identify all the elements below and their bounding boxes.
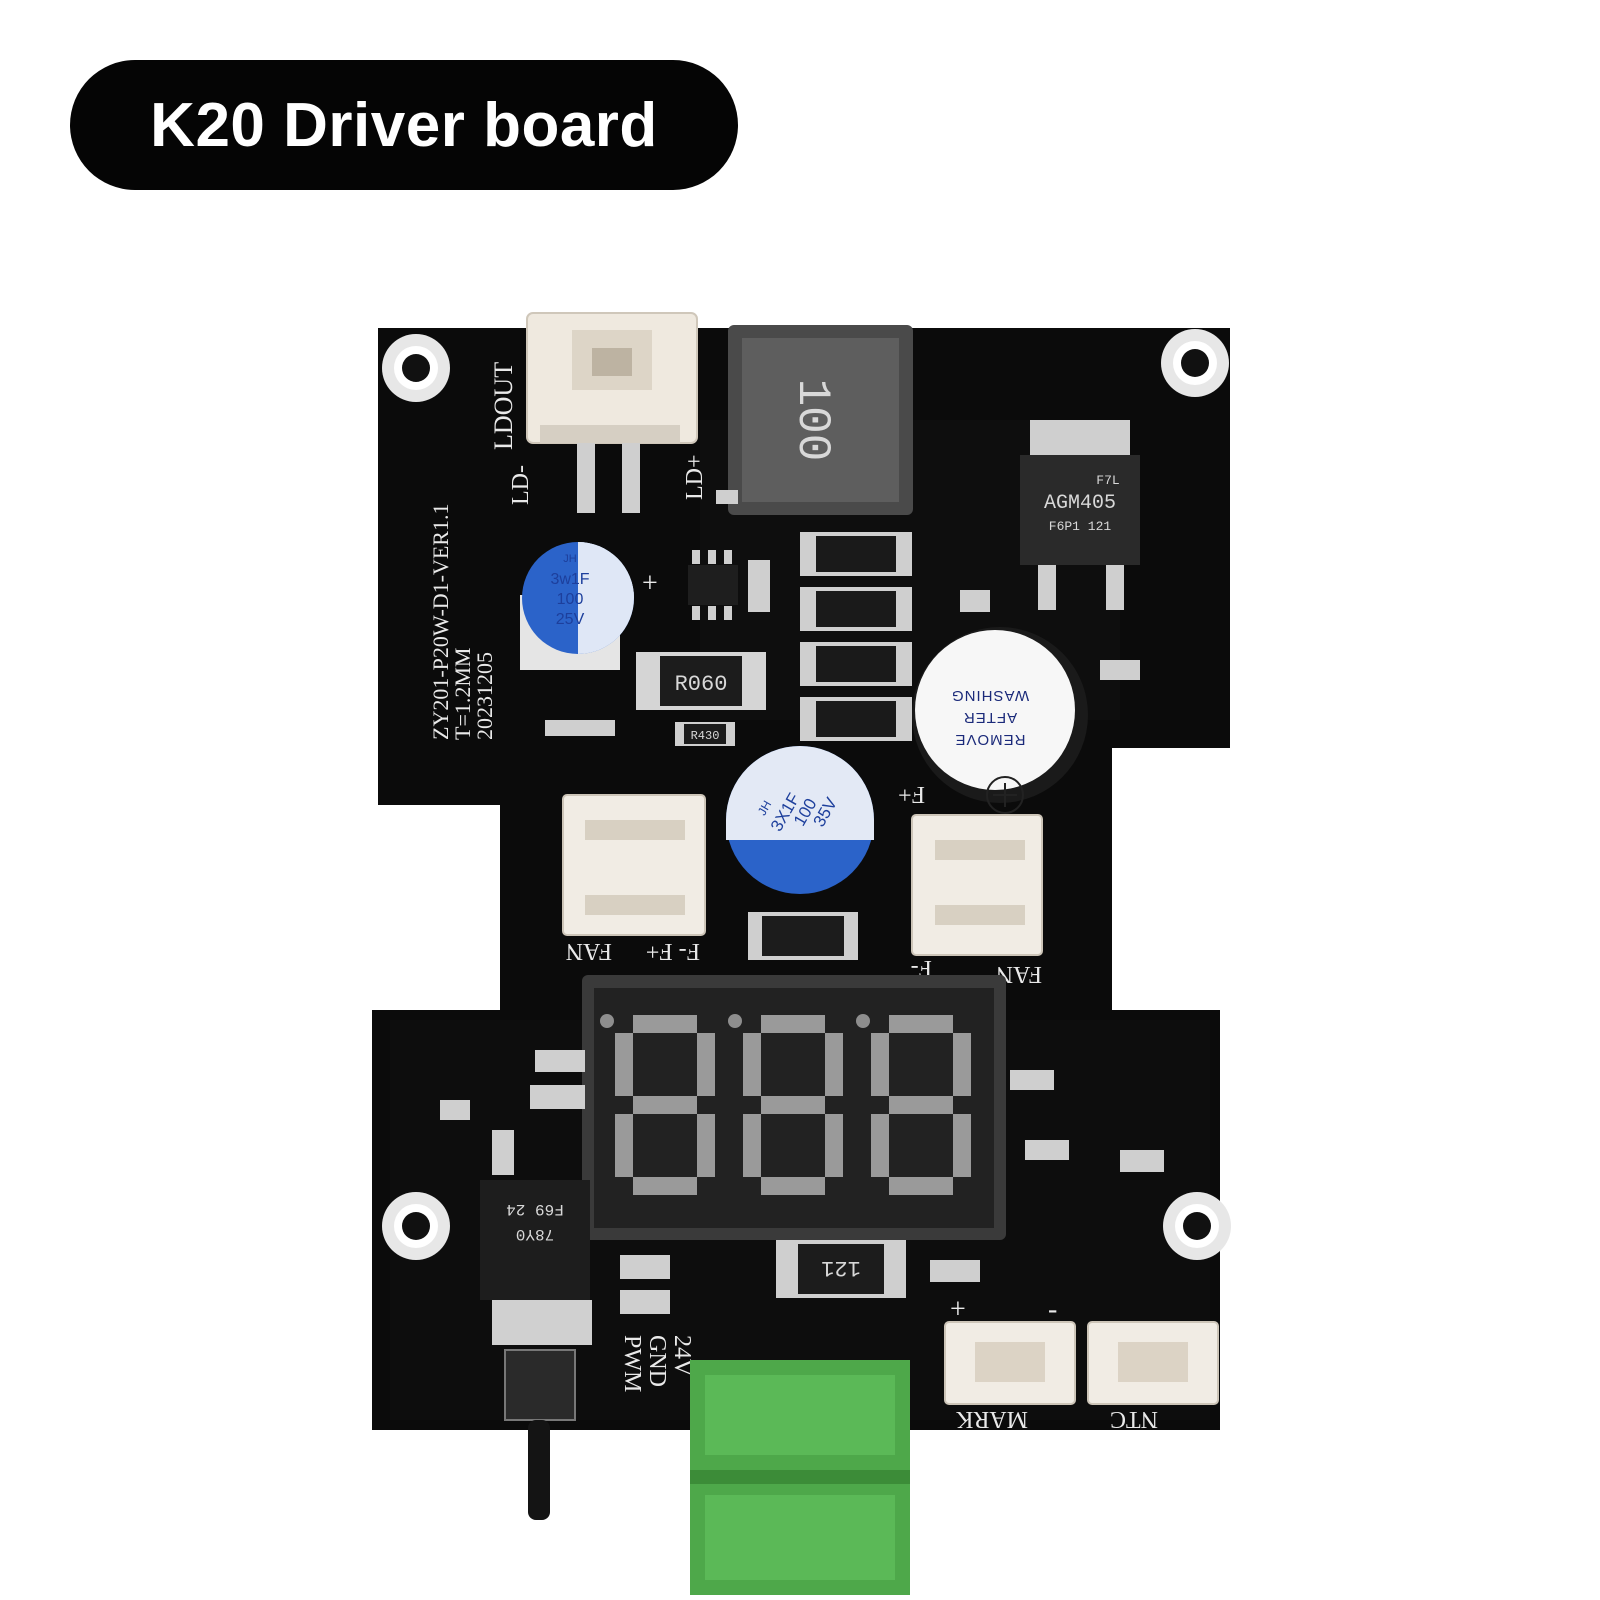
silk-version-line3: 20231205 [472,652,497,740]
regulator-line2: F69 24 [506,1200,564,1218]
power-terminal-block [690,1360,910,1595]
silk-plus-bottom: + [950,1294,966,1325]
mounting-hole-top-right [1161,329,1229,397]
mounting-hole-bottom-left [382,1192,450,1260]
digit-0-segment-d [633,1177,697,1195]
silk-pwm: PWM [619,1335,645,1392]
push-switch [504,1349,576,1520]
digit-2-segment-b [953,1033,971,1096]
fan-connector-right [911,814,1043,956]
voltage-regulator: 78Y0 F69 24 [480,1130,592,1345]
digit-1-segment-d [761,1177,825,1195]
mosfet-line3: F6P1 121 [1049,519,1112,534]
silk-cap-small-plus: + [642,568,658,599]
diode-bottom: 121 [776,1240,906,1298]
silk-mark: MARK [955,1406,1028,1432]
digit-0-segment-f [615,1033,633,1096]
ntc-connector [1087,1321,1219,1405]
shunt-resistor: R060 [636,652,766,710]
digit-0-segment-e [615,1114,633,1177]
inductor-label: 100 [786,379,838,462]
digit-1-segment-e [743,1114,761,1177]
silk-ld-plus: LD+ [682,454,708,500]
silk-ntc: NTC [1110,1406,1158,1432]
digit-1-segment-f [743,1033,761,1096]
digit-0-segment-c [697,1114,715,1177]
power-inductor: 100 [728,325,913,515]
digit-1-segment-c [825,1114,843,1177]
mosfet-line2: F7L [1096,473,1119,488]
digit-2-segment-f [871,1033,889,1096]
buzzer-line3: WASHING [951,687,1029,704]
cap-large-brand: JH [755,798,774,818]
silk-version-line1: ZY201-P20W-D1-VER1.1 [428,504,453,740]
silk-fan-left: FAN [566,938,612,964]
silk-version-line2: T=1.2MM [450,648,475,740]
silk-fan-right-polarity: F+ [898,781,925,807]
digit-2-segment-e [871,1114,889,1177]
diode-array [800,532,912,741]
seven-segment-display: 888 [0,0,1006,1240]
digit-1-segment-b [825,1033,843,1096]
capacitor-large: JH 3X1F 100 35V [726,746,874,894]
mounting-hole-top-left [382,334,450,402]
shunt-label: R060 [675,672,728,697]
silk-gnd: GND [644,1335,670,1387]
title-badge: K20 Driver board [70,60,738,190]
digit-2-segment-c [953,1114,971,1177]
digit-1-segment-a [761,1015,825,1033]
cap-small-line2: 100 [557,591,584,608]
capacitor-small: JH 3w1F 100 25V [520,542,634,670]
digit-1-dot [728,1014,742,1028]
cap-small-line3: 25V [556,611,585,628]
buzzer-line1: REMOVE [954,731,1025,748]
silk-ldout: LDOUT [489,362,518,450]
title-text: K20 Driver board [150,90,658,160]
regulator-line1: 78Y0 [516,1225,554,1243]
display-digits-text: 888 [0,0,2,1]
mosfet-line1: AGM405 [1044,492,1116,515]
digit-2-segment-d [889,1177,953,1195]
digit-1-segment-g [761,1096,825,1114]
fan-connector-left [562,794,706,936]
digit-2-dot [856,1014,870,1028]
digit-0-segment-g [633,1096,697,1114]
silk-ld-minus: LD- [508,465,534,505]
mounting-hole-bottom-right [1163,1192,1231,1260]
diode-bottom-label: 121 [821,1255,861,1280]
control-ic [688,550,738,620]
ldout-connector [526,312,698,513]
silk-fan-left-polarity: F- F+ [646,938,700,964]
digit-0-segment-a [633,1015,697,1033]
smd-components [440,490,1164,1314]
mark-connector [944,1321,1076,1405]
cap-small-line1: 3w1F [550,571,589,588]
buzzer: REMOVE AFTER WASHING [912,627,1088,814]
digit-0-dot [600,1014,614,1028]
resistor-r430: R430 [675,722,735,746]
digit-2-segment-g [889,1096,953,1114]
diode-mid [748,912,858,960]
silk-fan-right-minus: F- [911,955,932,981]
mosfet-chip: AGM405 F7L F6P1 121 [1020,420,1140,610]
silk-minus-bottom: - [1048,1294,1057,1325]
digit-0-segment-b [697,1033,715,1096]
display-digits [600,1014,971,1195]
digit-2-segment-a [889,1015,953,1033]
cap-small-brand: JH [563,553,577,565]
resistor-label: R430 [691,729,720,743]
buzzer-line2: AFTER [963,709,1017,726]
